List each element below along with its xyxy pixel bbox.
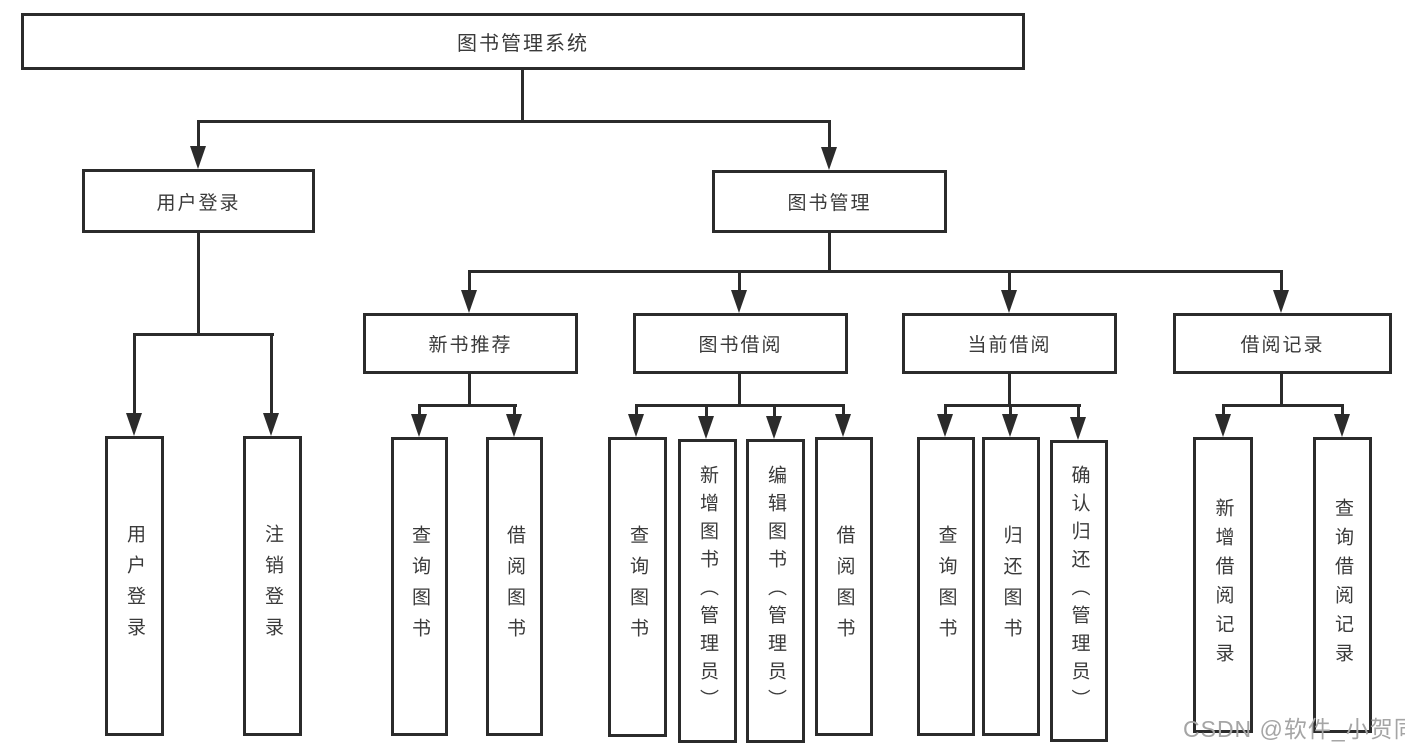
connector-drop	[705, 404, 708, 418]
arrow-down-icon	[835, 414, 851, 437]
arrow-down-icon	[766, 416, 782, 439]
leaf-logout-login: 注销登录	[243, 436, 302, 736]
connector-user-login-rail	[133, 333, 274, 336]
leaf-current-confirm-return-admin: 确认归还（管理员）	[1050, 440, 1108, 742]
leaf-newbook-query-book: 查询图书	[391, 437, 448, 736]
connector-drop-book-management	[828, 120, 831, 150]
leaf-records-query-record: 查询借阅记录	[1313, 437, 1372, 733]
arrow-down-icon	[1002, 414, 1018, 437]
arrow-down-icon	[1334, 414, 1350, 437]
connector-drop	[1009, 404, 1012, 416]
connector-drop-logout	[270, 333, 273, 416]
connector-records-stem	[1280, 374, 1283, 407]
connector-drop	[842, 404, 845, 416]
arrow-down-icon	[731, 290, 747, 313]
connector-new-book-stem	[468, 374, 471, 407]
connector-drop-borrowing	[738, 270, 741, 292]
connector-drop-login	[133, 333, 136, 416]
arrow-down-icon	[411, 414, 427, 437]
connector-borrowing-rail	[635, 404, 845, 407]
leaf-records-add-record: 新增借阅记录	[1193, 437, 1253, 733]
leaf-current-query-book: 查询图书	[917, 437, 975, 736]
leaf-borrowing-add-book-admin: 新增图书（管理员）	[678, 439, 737, 743]
arrow-down-icon	[1001, 290, 1017, 313]
arrow-down-icon	[937, 414, 953, 437]
node-user-login: 用户登录	[82, 169, 315, 233]
arrow-down-icon	[506, 414, 522, 437]
arrow-down-icon	[461, 290, 477, 313]
arrow-down-icon	[1070, 417, 1086, 440]
connector-book-management-stem	[828, 233, 831, 273]
connector-current-rail	[944, 404, 1081, 407]
leaf-current-return-book: 归还图书	[982, 437, 1040, 736]
leaf-newbook-borrow-book: 借阅图书	[486, 437, 543, 736]
arrow-down-icon	[821, 147, 837, 170]
connector-drop	[773, 404, 776, 418]
arrow-down-icon	[126, 413, 142, 436]
connector-drop	[513, 404, 516, 416]
arrow-down-icon	[1215, 414, 1231, 437]
connector-drop-current	[1008, 270, 1011, 292]
csdn-watermark: CSDN @软件_小贺同学	[1183, 716, 1405, 742]
connector-drop	[1341, 404, 1344, 416]
connector-user-login-stem	[197, 233, 200, 336]
node-new-book-recommend: 新书推荐	[363, 313, 578, 374]
connector-drop-new-book	[468, 270, 471, 292]
connector-drop	[635, 404, 638, 416]
arrow-down-icon	[628, 414, 644, 437]
node-book-borrowing: 图书借阅	[633, 313, 848, 374]
connector-level2-rail	[468, 270, 1283, 273]
arrow-down-icon	[1273, 290, 1289, 313]
connector-records-rail	[1222, 404, 1344, 407]
connector-current-stem	[1008, 374, 1011, 407]
arrow-down-icon	[190, 146, 206, 169]
connector-drop	[1222, 404, 1225, 416]
leaf-borrowing-borrow-book: 借阅图书	[815, 437, 873, 736]
connector-drop	[944, 404, 947, 416]
connector-drop-user-login	[197, 120, 200, 150]
leaf-borrowing-edit-book-admin: 编辑图书（管理员）	[746, 439, 805, 743]
connector-borrowing-stem	[738, 374, 741, 407]
leaf-borrowing-query-book: 查询图书	[608, 437, 667, 737]
node-current-borrowing: 当前借阅	[902, 313, 1117, 374]
arrow-down-icon	[263, 413, 279, 436]
connector-drop	[1077, 404, 1080, 419]
node-root: 图书管理系统	[21, 13, 1025, 70]
connector-new-book-rail	[418, 404, 517, 407]
node-book-management: 图书管理	[712, 170, 947, 233]
connector-root-stem	[521, 69, 524, 123]
arrow-down-icon	[698, 416, 714, 439]
connector-drop-records	[1280, 270, 1283, 292]
node-borrowing-records: 借阅记录	[1173, 313, 1392, 374]
connector-level1-rail	[197, 120, 831, 123]
leaf-user-login: 用户登录	[105, 436, 164, 736]
connector-drop	[418, 404, 421, 416]
